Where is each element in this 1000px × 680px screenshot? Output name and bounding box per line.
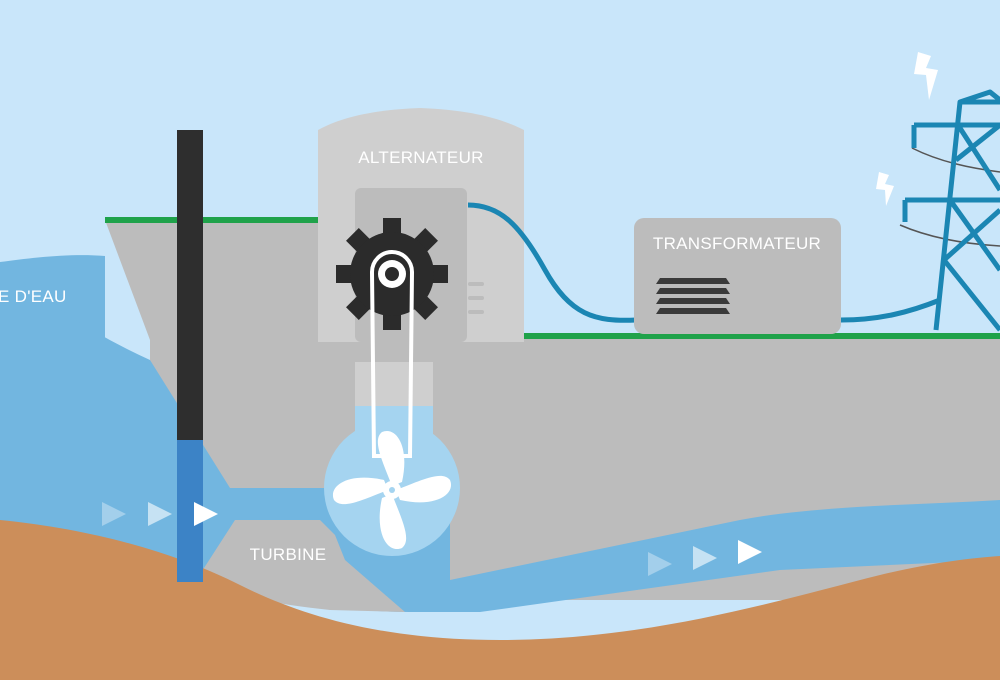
grass-left xyxy=(105,217,322,223)
propeller-icon xyxy=(332,430,452,550)
grass-right xyxy=(524,333,1000,339)
flow-arrow-icon xyxy=(148,502,172,526)
flow-arrows-outlet xyxy=(648,540,762,576)
flow-arrow-icon xyxy=(693,546,717,570)
gear-hub-center xyxy=(385,267,399,281)
drive-belt xyxy=(369,250,415,458)
alternator-cable xyxy=(467,202,637,323)
transformer-cable xyxy=(840,297,941,323)
flow-arrows-intake xyxy=(102,502,218,526)
alternator-vents xyxy=(468,282,484,314)
flow-arrow-icon xyxy=(648,552,672,576)
flow-arrow-icon xyxy=(102,502,126,526)
transformer-icon xyxy=(656,278,730,314)
water-label: E D'EAU xyxy=(0,287,67,306)
transformer-label: TRANSFORMATEUR xyxy=(653,234,821,253)
turbine-label: TURBINE xyxy=(250,545,327,564)
ground xyxy=(0,520,1000,680)
sluice-gate xyxy=(177,130,203,440)
turbine-shaft-housing xyxy=(355,362,433,406)
lightning-icon-large xyxy=(914,52,938,100)
flow-arrow-icon xyxy=(738,540,762,564)
alternator-label: ALTERNATEUR xyxy=(358,148,483,167)
transformer-box xyxy=(634,218,841,334)
lightning-icon-small xyxy=(876,172,894,206)
power-pylon-icon xyxy=(902,89,1000,332)
flow-arrow-icon xyxy=(194,502,218,526)
